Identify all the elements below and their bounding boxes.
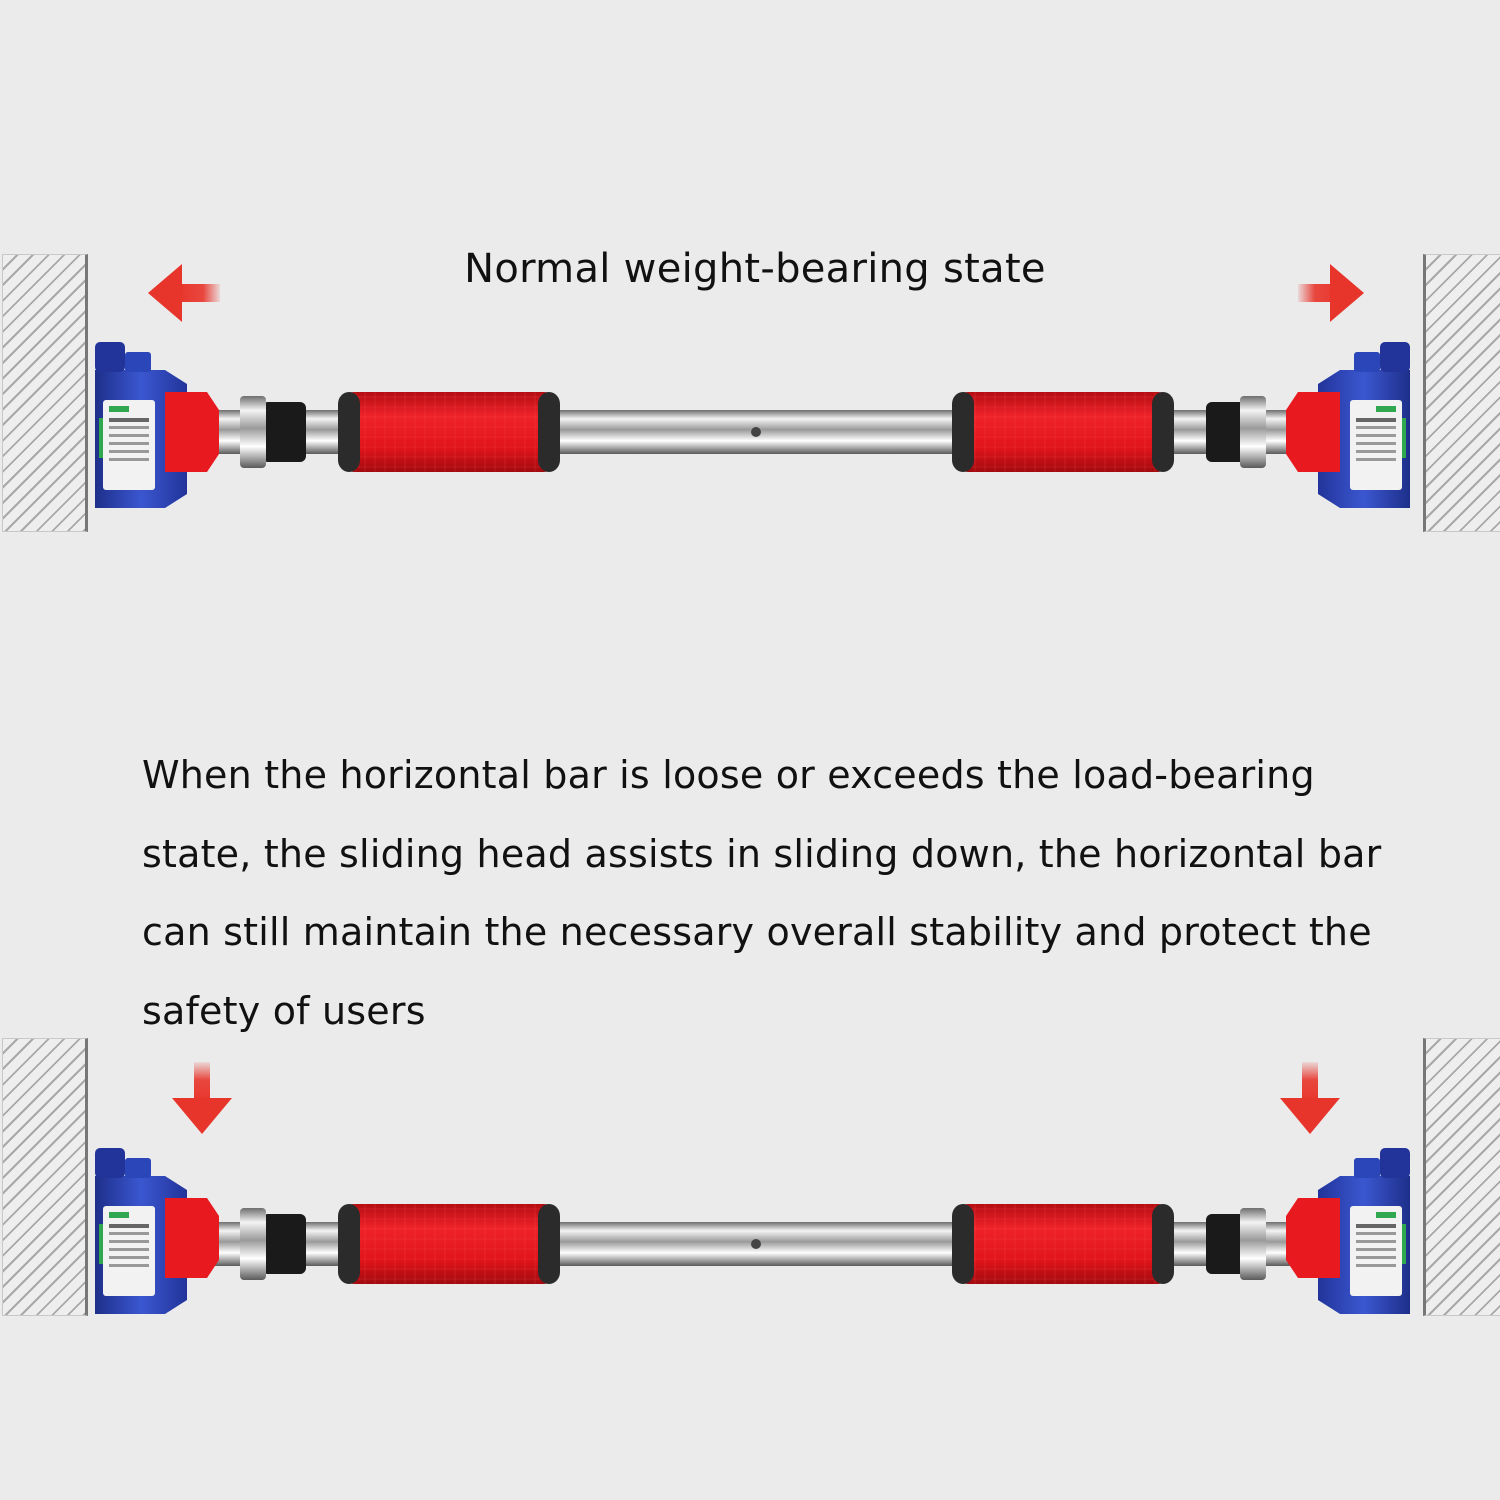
arrow-down-icon — [172, 1062, 232, 1134]
arrow-outward-icon — [1298, 264, 1364, 322]
bar-sliding-state — [95, 1148, 1410, 1314]
bar-normal-state — [95, 342, 1410, 508]
right-wall-top — [1423, 254, 1500, 532]
left-wall-bottom — [2, 1038, 88, 1316]
arrow-outward-icon — [148, 264, 220, 322]
left-wall-top — [2, 254, 88, 532]
headline: Normal weight-bearing state — [464, 246, 1046, 292]
description: When the horizontal bar is loose or exce… — [142, 753, 1382, 1033]
right-wall-bottom — [1423, 1038, 1500, 1316]
arrow-down-icon — [1280, 1062, 1340, 1134]
